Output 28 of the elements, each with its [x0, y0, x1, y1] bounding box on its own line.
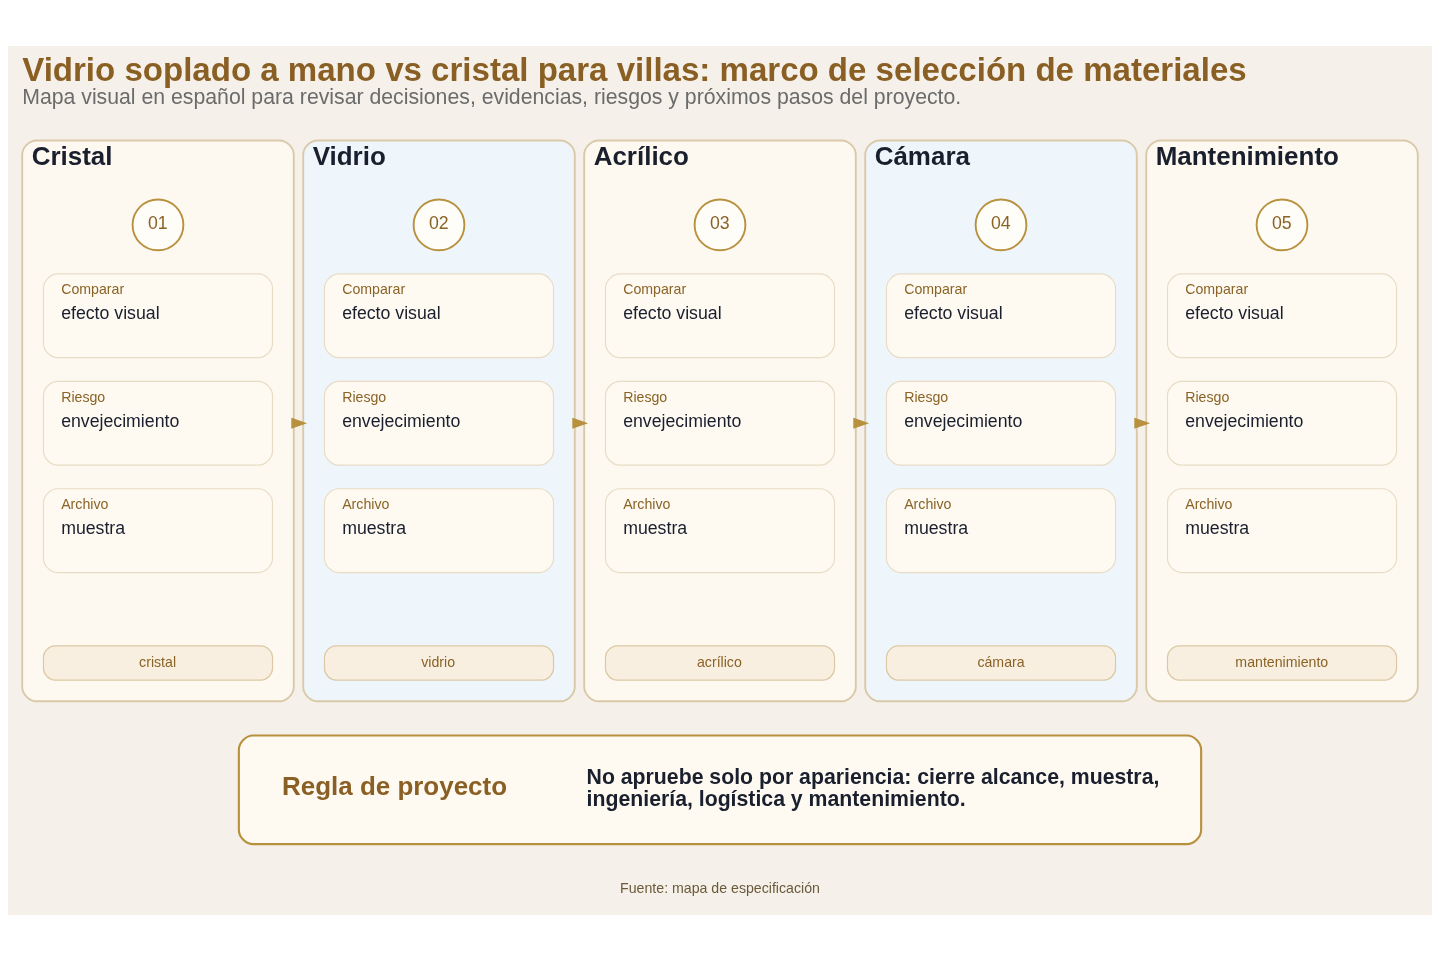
node-circle: 01 [131, 198, 185, 251]
node-box: Archivo muestra [604, 487, 836, 573]
node-box: acrílico [604, 644, 836, 681]
node-circle: 04 [974, 198, 1028, 251]
node-circle: 02 [412, 198, 466, 251]
node-circle: 03 [693, 198, 747, 251]
node-box: Comparar efecto visual [885, 272, 1117, 358]
node-box: Riesgo envejecimiento [1166, 380, 1398, 466]
node-box: Comparar efecto visual [1166, 272, 1398, 358]
node-box: Comparar efecto visual [323, 272, 555, 358]
node-box: Riesgo envejecimiento [323, 380, 555, 466]
node-box: cámara [885, 644, 1117, 681]
node-circle: 05 [1255, 198, 1309, 251]
node-box: Riesgo envejecimiento [42, 380, 274, 466]
node-box: Comparar efecto visual [42, 272, 274, 358]
node-box: Comparar efecto visual [604, 272, 836, 358]
node-box: Archivo muestra [42, 487, 274, 573]
node-box: cristal [42, 644, 274, 681]
node-box: Archivo muestra [1166, 487, 1398, 573]
node-box: Archivo muestra [885, 487, 1117, 573]
label: Fuente: mapa de especificación [620, 879, 820, 896]
node-box: Riesgo envejecimiento [604, 380, 836, 466]
node-box: Regla de proyecto No apruebe solo por apariencia: cierre alcance, muestra, ingeniería, logística y mantenimiento. [237, 733, 1203, 845]
node-box: Archivo muestra [323, 487, 555, 573]
node-box: mantenimiento [1166, 644, 1398, 681]
diagram-title: Vidrio soplado a mano vs cristal para villas: marco de selección de materiales [22, 50, 1247, 88]
node-box: vidrio [323, 644, 555, 681]
node-box: Riesgo envejecimiento [885, 380, 1117, 466]
